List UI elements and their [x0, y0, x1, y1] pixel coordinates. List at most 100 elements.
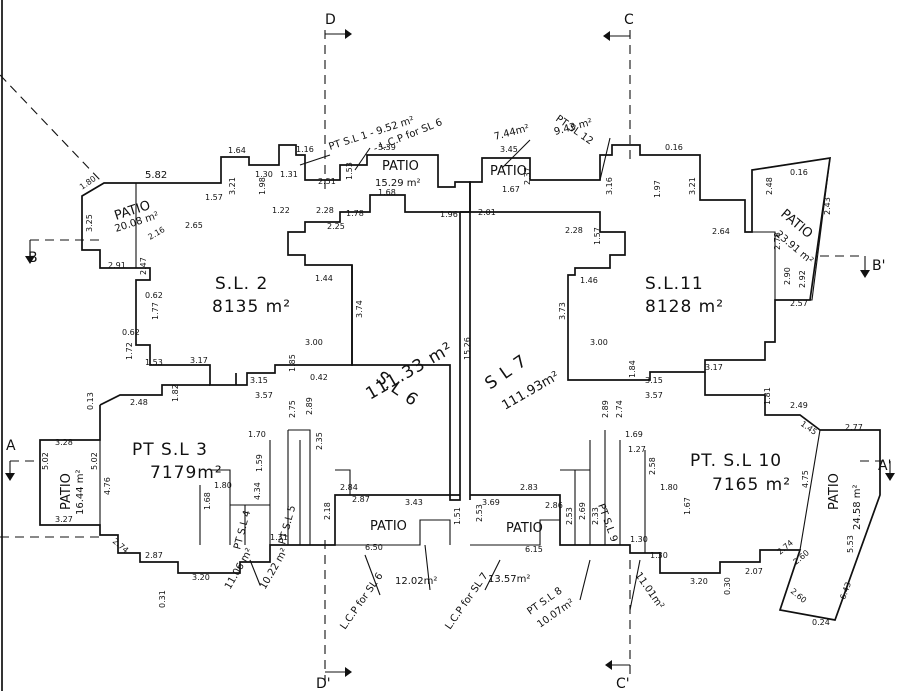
annotation-pt-sl4-area: 11.06 m²: [223, 547, 255, 592]
section-marker-a-left: [5, 461, 15, 481]
dim: 1.77: [151, 302, 160, 320]
lot-area-ptsl10: 7165 m²: [712, 475, 791, 495]
patio-outline-top-left: [81, 182, 137, 269]
dim: 3.28: [55, 438, 73, 447]
dim: 1.46: [580, 276, 598, 285]
section-marker-b-left: [25, 240, 35, 264]
dimension-labels: 5.82 1.80 3.25 2.65 2.16 1.57 3.21 1.64 …: [41, 143, 863, 627]
dim: 1.44: [315, 274, 333, 283]
dim: 2.28: [565, 226, 583, 235]
dim: 2.48: [130, 398, 148, 407]
patio-outline-bottom-right: [470, 519, 560, 546]
patio-outline-right: [779, 429, 881, 621]
dim: 1.72: [125, 342, 134, 360]
dim: 0.13: [86, 392, 95, 410]
dim: 3.15: [250, 376, 268, 385]
dim: 4.34: [253, 482, 262, 500]
dim: 1.27: [628, 445, 646, 454]
dim: 1.30: [255, 170, 273, 179]
dim: 2.48: [765, 177, 774, 195]
lot-label-ptsl10: PT. S.L 10: [690, 451, 782, 471]
dim: 1.78: [346, 209, 364, 218]
dim: 3.69: [482, 498, 500, 507]
dim: 2.57: [790, 299, 808, 308]
dim: 2.60: [792, 548, 811, 566]
dim: 1.67: [502, 185, 520, 194]
dim: 3.16: [605, 177, 614, 195]
dim: 2.92: [798, 270, 807, 288]
dim: 3.00: [305, 338, 323, 347]
patio-label-3: PATIO: [490, 164, 527, 179]
dim: 2.87: [352, 495, 370, 504]
inner-lines-lower-right: [560, 430, 646, 553]
dim: 3.43: [405, 498, 423, 507]
dim: 2.75: [288, 400, 297, 418]
patio-outline-left: [39, 439, 101, 526]
annotation-area-1202: 12.02m²: [395, 576, 437, 587]
dim: 1.57: [205, 193, 223, 202]
dim: 6.43: [838, 581, 853, 601]
dim: 2.91: [108, 261, 126, 270]
dim: 1.80: [214, 481, 232, 490]
section-marker-b-right: [860, 256, 870, 278]
dim: 5.02: [41, 452, 50, 470]
dim: 2.87: [145, 551, 163, 560]
dim: 2.01: [478, 208, 496, 217]
patio-label-8: PATIO: [827, 473, 842, 510]
dim: 1.57: [593, 227, 602, 245]
dim: 6.15: [525, 545, 543, 554]
dim: 1.69: [625, 430, 643, 439]
dim: 2.37: [523, 167, 532, 185]
dim: 2.89: [601, 400, 610, 418]
dim: 3.57: [255, 391, 273, 400]
dim: 5.53: [846, 535, 855, 553]
leader-lines: [249, 137, 641, 611]
patio-label-2: PATIO: [382, 159, 419, 174]
section-label-d-bottom: D': [316, 676, 331, 691]
dim: 2.83: [520, 483, 538, 492]
dim: 2.43: [823, 197, 832, 215]
dim: 1.81: [763, 387, 772, 405]
dim: 1.85: [288, 354, 297, 372]
dim: 2.74: [776, 538, 795, 556]
section-label-b-left: B: [28, 250, 38, 266]
dim: 3.20: [192, 573, 210, 582]
dim: 2.86: [545, 501, 563, 510]
patio-label-6: PATIO: [370, 519, 407, 534]
section-line-diagonal: [0, 74, 101, 181]
dim: 4.75: [801, 470, 810, 488]
annotation-pt-sl4: PT S.L 4: [232, 509, 253, 550]
dim: 2.90: [783, 267, 792, 285]
dim: 2.89: [305, 397, 314, 415]
dim: 2.28: [316, 206, 334, 215]
dim: 1.16: [296, 145, 314, 154]
annotation-pt-sl5-area: 10.22 m²: [258, 547, 290, 592]
dim: 6.50: [365, 543, 383, 552]
annotation-lcp-sl7: L.C.P for SL 7: [443, 571, 490, 632]
dim: 2.60: [789, 587, 808, 605]
dim: 1.59: [255, 454, 264, 472]
dim: 1.30: [630, 535, 648, 544]
dim: 1.45: [799, 419, 819, 437]
dim: 3.21: [688, 177, 697, 195]
dim: 1.64: [228, 146, 246, 155]
lot-label-sl2: S.L. 2: [215, 274, 268, 294]
patio-area-5: 16.44 m²: [75, 469, 86, 515]
dim: 3.15: [645, 376, 663, 385]
dim: 3.20: [690, 577, 708, 586]
dim: 0.62: [145, 291, 163, 300]
dim: 2.33: [591, 507, 600, 525]
dim: 5.82: [145, 170, 167, 181]
annotation-pt-sl9-area: 11.01m²: [633, 570, 666, 611]
dim: 2.64: [712, 227, 730, 236]
section-marker-d-bottom: [325, 667, 352, 677]
patio-area-2: 15.29 m²: [375, 178, 421, 189]
dim: 2.84: [340, 483, 358, 492]
section-marker-d-top: [325, 29, 352, 39]
dim: 3.21: [228, 177, 237, 195]
patio-outline-bottom-left: [335, 519, 451, 546]
dim: 2.16: [147, 225, 167, 242]
patio-area-8: 24.58 m²: [852, 484, 863, 530]
dim: 1.53: [145, 358, 163, 367]
outline-lower-left: [39, 373, 460, 574]
